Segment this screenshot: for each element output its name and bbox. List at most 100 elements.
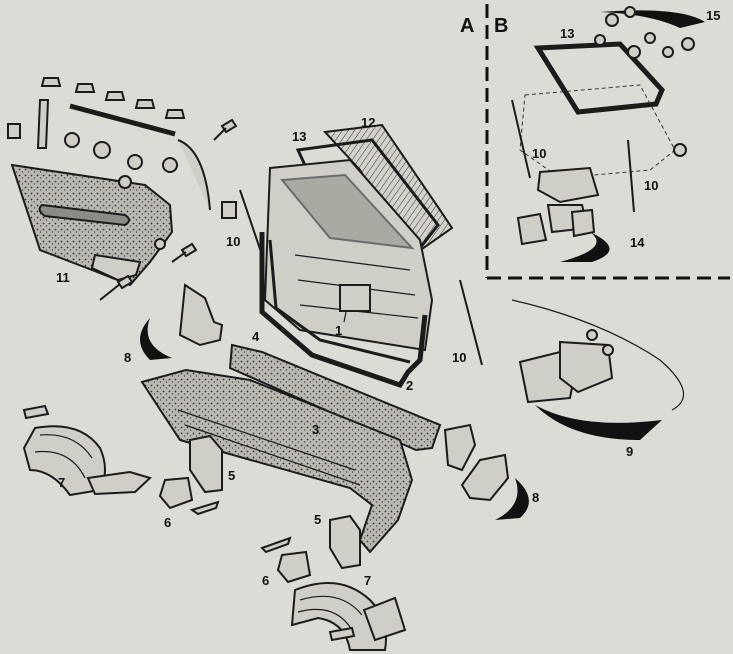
retainer-3 (127, 154, 143, 170)
reinforcement-4 (228, 343, 442, 452)
bracket-5-right (329, 514, 361, 570)
inset-nut-2 (624, 6, 636, 18)
inset-nut-4 (662, 46, 674, 58)
inset-nut-8 (673, 143, 687, 157)
callout-6-left: 6 (164, 515, 171, 530)
callout-5-left: 5 (228, 468, 235, 483)
liner-bottom-ribs (297, 595, 363, 631)
callout-14: 14 (630, 235, 645, 250)
inset-arrow-14 (560, 232, 610, 262)
clip-row (40, 77, 186, 119)
callout-9: 9 (626, 444, 633, 459)
bumper-group: 4 3 (140, 329, 442, 554)
tailgate-lock-housing (339, 284, 371, 312)
tailgate-window-opening (280, 173, 415, 250)
section-label-b: B (494, 15, 508, 37)
inset-nut-6 (594, 34, 606, 46)
inset-glass-seal (533, 41, 665, 115)
screw-2 (171, 242, 198, 263)
callout-1: 1 (335, 323, 342, 338)
tailgate-seal-inner (268, 239, 411, 364)
hinge-arrow-left (140, 318, 172, 360)
callout-10-inset-right: 10 (644, 178, 658, 193)
callout-7-bottom: 7 (364, 573, 371, 588)
mudflap-left (86, 470, 152, 496)
lock-bolt-1 (586, 329, 598, 341)
bumper-groove (177, 409, 361, 486)
leader-1 (343, 311, 347, 323)
clip-c (104, 91, 126, 101)
hinge-arrow-right (495, 478, 529, 520)
hinge-right-group: 8 (443, 423, 539, 520)
clip-6-right (276, 550, 312, 584)
callout-15: 15 (706, 8, 720, 23)
callout-8-left: 8 (124, 350, 131, 365)
upper-trim-strip (69, 103, 176, 137)
inset-nut-7 (627, 45, 641, 59)
screws-top (99, 118, 238, 301)
clip-6-right-bracket (260, 536, 292, 554)
mount-center-group: 5 6 (260, 512, 361, 588)
callout-11: 11 (56, 270, 70, 285)
clip-6-bracket (189, 500, 220, 516)
lock-group: 9 (511, 299, 685, 459)
inset-nut-1 (605, 13, 619, 27)
hinge-8-left (178, 283, 224, 347)
liner-left-group: 7 (22, 404, 152, 497)
small-fasteners (64, 132, 237, 250)
callout-7-left: 7 (58, 475, 65, 490)
trim-panel-handle-recess (38, 203, 130, 227)
inset-arrow-15 (600, 10, 705, 28)
clip-b (74, 83, 96, 93)
clip-6-left (158, 476, 194, 510)
lock-actuator (559, 340, 614, 394)
retainer-2 (93, 141, 111, 159)
hinge-8-right (443, 423, 477, 472)
trim-panel-11 (10, 163, 174, 287)
hinge-left-group: 8 (124, 283, 224, 365)
inset-lock-cylinder (570, 208, 596, 238)
retainer-4 (162, 157, 178, 173)
gas-strut-left-10 (239, 189, 263, 256)
rear-bumper-3 (140, 368, 414, 554)
callout-8-right: 8 (532, 490, 539, 505)
callout-13-inset: 13 (560, 26, 574, 41)
callout-10-right: 10 (452, 350, 466, 365)
trim-end-piece (36, 99, 50, 149)
section-label-a: A (460, 15, 474, 37)
side-moulding (177, 139, 211, 211)
trim-panel-group: 11 (7, 77, 238, 301)
screw-3 (99, 274, 134, 301)
inset-strut-right (627, 139, 635, 213)
callout-3: 3 (312, 422, 319, 437)
retainer-5 (118, 175, 132, 189)
callout-13: 13 (292, 129, 306, 144)
liner-clip-left (22, 404, 50, 420)
mudflap-bottom (362, 596, 407, 642)
lock-cable (511, 299, 685, 411)
trim-clip-a (7, 123, 21, 139)
inset-tailgate-outline (519, 84, 676, 179)
inset-handle-bracket (516, 212, 548, 246)
bracket-small (221, 201, 237, 219)
lock-arrow (535, 405, 662, 440)
inset-nut-3 (644, 32, 656, 44)
clip-d (134, 99, 156, 109)
mount-left-group: 5 6 (158, 434, 235, 530)
liner-bottom-group: 7 (290, 573, 407, 651)
callout-2: 2 (406, 378, 413, 393)
callout-10-left: 10 (226, 234, 240, 249)
inset-latch-plate (536, 166, 600, 204)
lock-bolt-2 (602, 344, 614, 356)
inset-hardware (594, 6, 695, 157)
callout-6-right: 6 (262, 573, 269, 588)
screw-1 (213, 118, 238, 141)
clip-a (40, 77, 62, 87)
retainer-6 (154, 238, 166, 250)
inset-frame (485, 4, 730, 280)
retainer-1 (64, 132, 80, 148)
inset-nut-5 (681, 37, 695, 51)
clip-e (164, 109, 186, 119)
callout-4: 4 (252, 329, 260, 344)
